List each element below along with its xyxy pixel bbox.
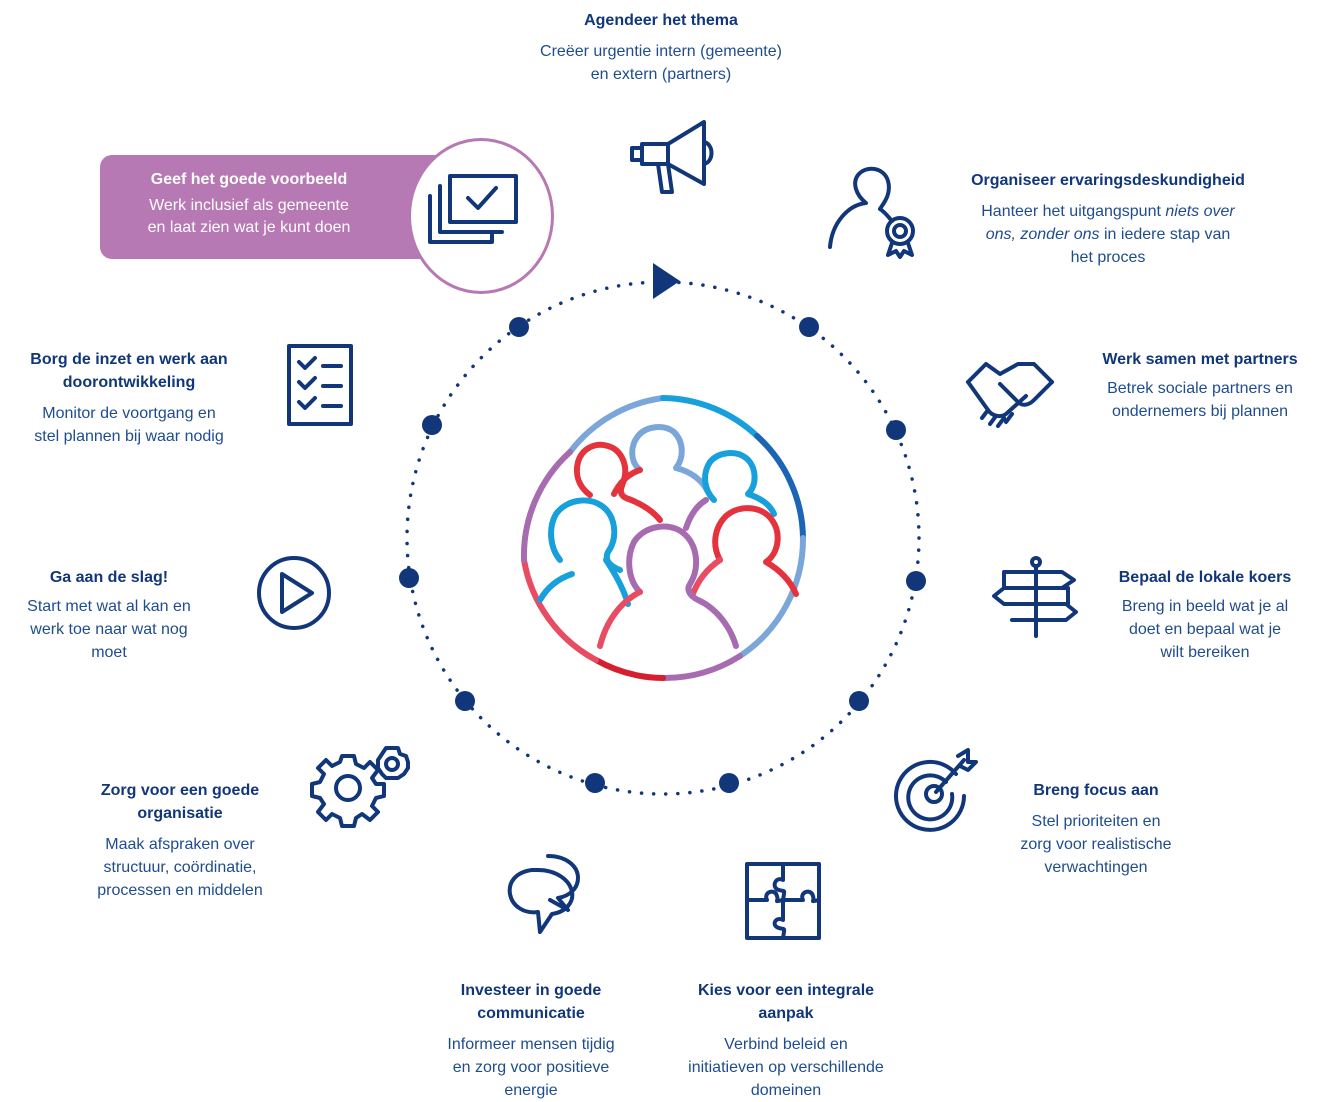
highlight-bubble — [408, 138, 554, 294]
step-desc-line: Informeer mensen tijdig — [447, 1036, 615, 1053]
desc-italic: ons, zonder ons — [985, 226, 1100, 243]
step-organisatie: Zorg voor een goede organisatie Maak afs… — [66, 779, 294, 902]
step-desc-line: Werk inclusief als gemeente — [149, 197, 349, 214]
step-ervaring: Organiseer ervaringsdeskundigheid Hantee… — [942, 169, 1274, 269]
step-title: aanpak — [758, 1005, 814, 1022]
step-desc-line: domeinen — [750, 1082, 822, 1099]
step-communicatie: Investeer in goede communicatie Informee… — [420, 979, 642, 1102]
play-icon — [257, 556, 331, 630]
step-desc-line: stel plannen bij waar nodig — [34, 428, 224, 445]
step-integraal: Kies voor een integrale aanpak Verbind b… — [660, 979, 912, 1102]
people-emblem-icon — [520, 395, 807, 682]
desc-text: Hanteer het uitgangspunt — [981, 203, 1166, 220]
megaphone-icon — [630, 120, 714, 194]
step-desc-line: Creëer urgentie intern (gemeente) — [540, 43, 782, 60]
cycle-ring — [405, 280, 921, 796]
step-title: Zorg voor een goede — [100, 782, 260, 799]
step-desc-line: Monitor de voortgang en — [42, 405, 216, 422]
step-partners: Werk samen met partners Betrek sociale p… — [1080, 348, 1319, 423]
highlight-callout — [100, 155, 460, 259]
step-desc-line: Verbind beleid en — [724, 1036, 848, 1053]
step-title: Investeer in goede — [460, 982, 602, 999]
checked-cards-icon — [428, 174, 518, 244]
step-agendeer: Agendeer het thema Creëer urgentie inter… — [491, 9, 831, 86]
step-focus: Breng focus aan Stel prioriteiten en zor… — [986, 779, 1206, 879]
step-desc-line: doet en bepaal wat je — [1128, 621, 1282, 638]
step-koers: Bepaal de lokale koers Breng in beeld wa… — [1094, 566, 1316, 664]
step-title: communicatie — [477, 1005, 585, 1022]
step-desc-line: ons, zonder ons in iedere stap van — [942, 223, 1274, 246]
step-title: Geef het goede voorbeeld — [150, 171, 348, 188]
step-desc-line: ondernemers bij plannen — [1111, 403, 1289, 420]
cycle-dots — [399, 317, 926, 793]
step-title: Ga aan de slag! — [49, 569, 169, 586]
step-borg: Borg de inzet en werk aan doorontwikkeli… — [0, 348, 258, 448]
desc-text: in iedere stap van — [1099, 226, 1231, 243]
handshake-icon — [966, 362, 1054, 428]
step-desc-line: wilt bereiken — [1160, 644, 1250, 661]
step-title: Breng focus aan — [1033, 782, 1159, 799]
cycle-arrow-icon — [653, 263, 680, 299]
step-desc-line: structuur, coördinatie, — [103, 859, 257, 876]
step-desc-line: Hanteer het uitgangspunt niets over — [942, 200, 1274, 223]
gears-icon — [310, 746, 410, 828]
step-title: doorontwikkeling — [62, 374, 196, 391]
step-desc-line: Maak afspraken over — [105, 836, 255, 853]
step-desc-line: en zorg voor positieve — [452, 1059, 610, 1076]
step-voorbeeld: Geef het goede voorbeeld Werk inclusief … — [108, 168, 390, 239]
step-title: Bepaal de lokale koers — [1118, 569, 1292, 586]
step-title: Organiseer ervaringsdeskundigheid — [971, 172, 1245, 189]
step-title: Werk samen met partners — [1102, 351, 1298, 368]
step-desc-line: Betrek sociale partners en — [1107, 380, 1293, 397]
step-desc-line: initiatieven op verschillende — [688, 1059, 884, 1076]
speech-bubbles-icon — [507, 854, 580, 934]
checklist-icon — [287, 344, 353, 426]
step-desc-line: energie — [504, 1082, 558, 1099]
puzzle-icon — [745, 862, 821, 940]
step-desc-line: werk toe naar wat nog — [30, 621, 188, 638]
step-desc-line: verwachtingen — [1044, 859, 1148, 876]
step-desc-line: het proces — [1070, 249, 1146, 266]
desc-italic: niets over — [1165, 203, 1235, 220]
step-title: Agendeer het thema — [584, 12, 738, 29]
target-icon — [894, 748, 978, 832]
step-title: organisatie — [137, 805, 223, 822]
step-desc-line: moet — [91, 644, 127, 661]
step-slag: Ga aan de slag! Start met wat al kan en … — [2, 566, 216, 664]
step-desc-line: Start met wat al kan en — [27, 598, 191, 615]
step-desc-line: processen en middelen — [97, 882, 263, 899]
step-desc-line: en extern (partners) — [590, 66, 732, 83]
step-desc-line: zorg voor realistische — [1020, 836, 1172, 853]
person-award-icon — [828, 166, 915, 259]
step-desc-line: Breng in beeld wat je al — [1121, 598, 1289, 615]
signpost-icon — [992, 556, 1078, 638]
step-title: Kies voor een integrale — [697, 982, 875, 999]
step-desc-line: en laat zien wat je kunt doen — [147, 219, 351, 236]
step-desc-line: Stel prioriteiten en — [1031, 813, 1161, 830]
step-title: Borg de inzet en werk aan — [30, 351, 228, 368]
